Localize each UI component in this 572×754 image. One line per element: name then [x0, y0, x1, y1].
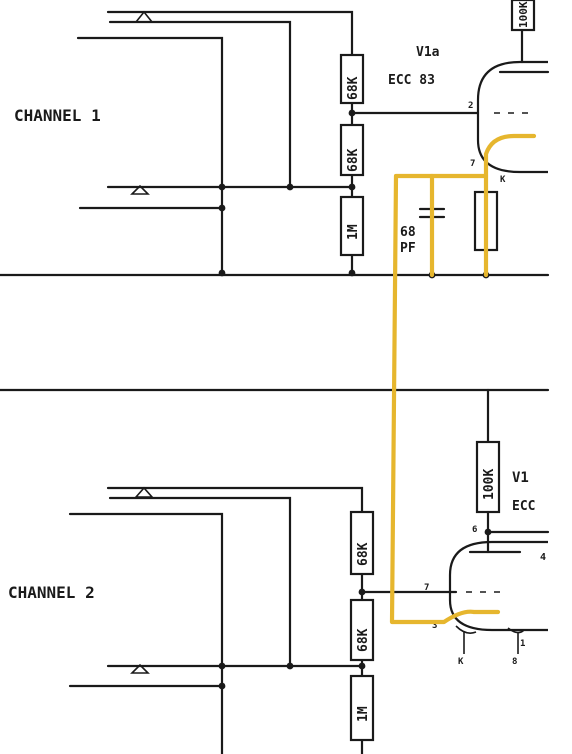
resistor-68k-lower-1-label: 68K — [346, 148, 361, 172]
resistor-1m-2-label: 1M — [356, 706, 371, 722]
pin-1-label: 2 — [468, 101, 473, 111]
tube-2-type: ECC — [512, 499, 535, 514]
jack-2-tip-wire — [106, 486, 364, 514]
pin-k2-label: K — [458, 657, 464, 667]
plate-resistor-1-label: 100K — [517, 1, 530, 28]
junction-dot — [218, 682, 226, 690]
channel-1-section: CHANNEL 1 68K 68K 1M V1a ECC 83 100K 2 7… — [0, 0, 550, 279]
pin-8-label: 8 — [512, 657, 517, 667]
tube-1-name: V1a — [416, 45, 440, 60]
jack-2-tip-contact — [134, 486, 154, 498]
jack-1-ring-wire — [76, 36, 224, 275]
jack-1-spring-wire — [108, 20, 292, 188]
pin-k1-label: K — [500, 175, 506, 185]
junction-dot — [218, 662, 226, 670]
jack-1-tip-wire — [106, 10, 354, 57]
highlight-trace-cathode — [483, 133, 537, 179]
channel-2-section: 100K V1 ECC 6 4 K 8 7 3 1 CHANNEL 2 — [8, 388, 550, 754]
pin-7b-label: 7 — [424, 583, 429, 593]
jack-2-ring-wire — [68, 512, 224, 754]
capacitor-unit: PF — [400, 241, 416, 256]
resistor-1m-2 — [349, 674, 375, 742]
channel-1-label: CHANNEL 1 — [14, 106, 101, 125]
tube-2-name: V1 — [512, 470, 529, 486]
jack-1-sleeve-contact — [130, 184, 150, 195]
pin-7-label: 7 — [470, 159, 475, 169]
resistor-68k-upper-2-label: 68K — [356, 542, 371, 566]
highlight-trace-main — [389, 173, 501, 625]
tube-v1a-envelope — [476, 60, 548, 174]
resistor-68k-upper-1-label: 68K — [346, 76, 361, 100]
tube-v1-envelope — [448, 540, 548, 632]
jack-2-sleeve-contact — [130, 663, 150, 674]
resistor-68k-lower-2-label: 68K — [356, 628, 371, 652]
resistor-68k-lower-2 — [349, 598, 375, 662]
pin-4-label: 4 — [540, 552, 546, 563]
junction-dot — [218, 204, 226, 212]
heater-2 — [455, 625, 525, 634]
highlighted-trace — [389, 133, 537, 625]
pin-1b-label: 1 — [520, 639, 525, 649]
resistor-100k-2-label: 100K — [482, 469, 497, 500]
junction-dot — [286, 662, 294, 670]
pin-6-label: 6 — [472, 525, 477, 535]
channel-2-label: CHANNEL 2 — [8, 583, 95, 602]
capacitor-value: 68 — [400, 225, 416, 240]
pin-3-label: 3 — [432, 621, 437, 631]
jack-1-tip-contact — [134, 10, 154, 23]
jack-2-spring-wire — [108, 496, 292, 666]
junction-dot — [218, 183, 226, 191]
junction-dot — [286, 183, 294, 191]
tube-1-type: ECC 83 — [388, 73, 435, 88]
resistor-68k-upper-1 — [339, 53, 365, 105]
resistor-68k-lower-1 — [339, 123, 365, 177]
resistor-68k-upper-2 — [349, 510, 375, 576]
plate-resistor-1 — [510, 0, 536, 32]
resistor-1m-1 — [339, 195, 365, 257]
resistor-1m-1-label: 1M — [346, 224, 361, 240]
